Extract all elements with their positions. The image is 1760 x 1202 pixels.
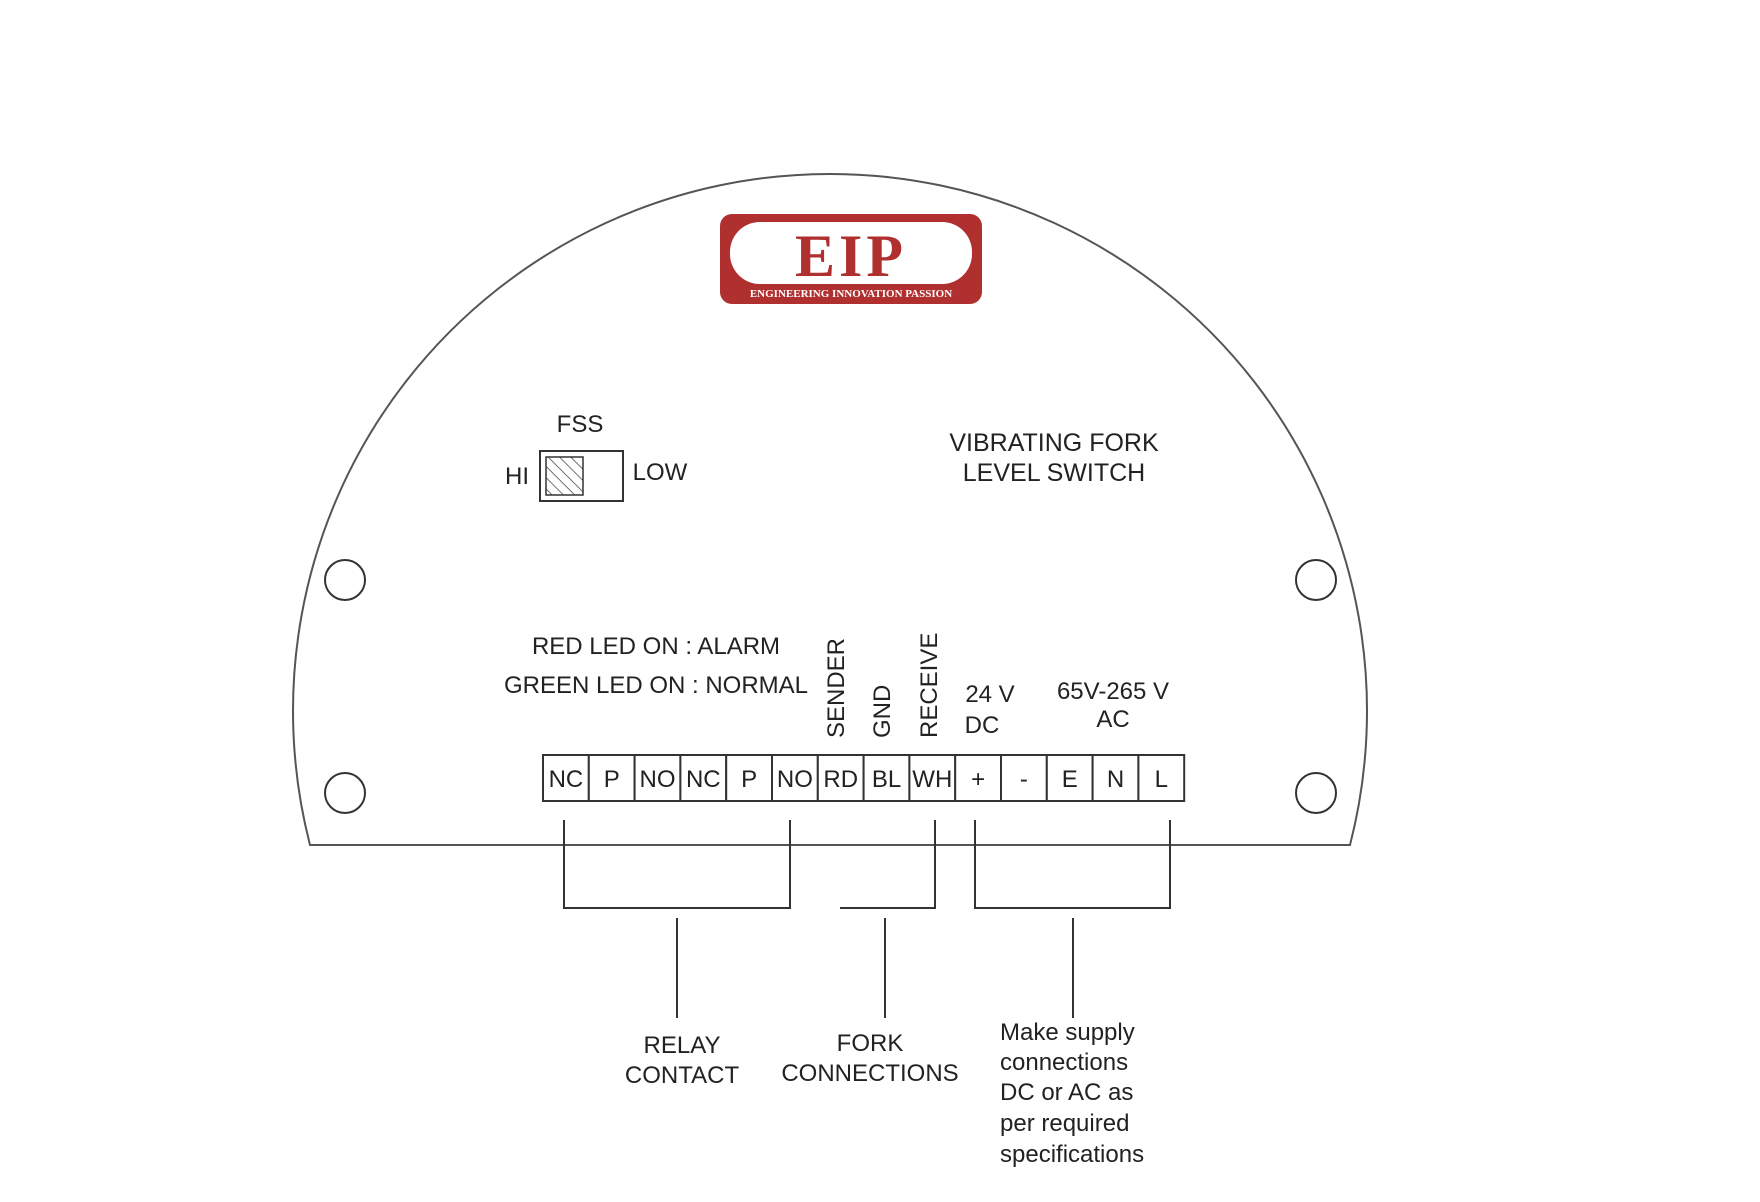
terminal-label: P bbox=[741, 766, 757, 793]
green-led-label: GREEN LED ON : NORMAL bbox=[504, 672, 808, 699]
terminal-label: L bbox=[1155, 766, 1168, 793]
terminal-label: + bbox=[971, 766, 985, 793]
terminal-label: NO bbox=[777, 766, 813, 793]
supply-caption-line-5: specifications bbox=[1000, 1141, 1144, 1168]
terminal-label: - bbox=[1020, 766, 1028, 793]
sender-label: SENDER bbox=[823, 638, 850, 738]
logo-mark: EIP bbox=[795, 223, 907, 289]
terminal-label: N bbox=[1107, 766, 1124, 793]
fss-low-label: LOW bbox=[633, 459, 688, 486]
terminal-label: NO bbox=[640, 766, 676, 793]
terminal-cell bbox=[954, 754, 1003, 802]
mounting-hole-icon bbox=[324, 772, 366, 814]
fork-caption-line-2: CONNECTIONS bbox=[781, 1060, 958, 1087]
mounting-hole-icon bbox=[1295, 772, 1337, 814]
terminal-label: E bbox=[1062, 766, 1078, 793]
logo-tagline: ENGINEERING INNOVATION PASSION bbox=[750, 288, 952, 300]
supply-caption-line-3: DC or AC as bbox=[1000, 1079, 1133, 1106]
red-led-label: RED LED ON : ALARM bbox=[532, 633, 780, 660]
terminal-label: BL bbox=[872, 766, 901, 793]
dip-switch-knob bbox=[545, 456, 584, 496]
terminal-cell bbox=[1000, 754, 1048, 802]
title-line-2: LEVEL SWITCH bbox=[963, 459, 1145, 487]
mounting-hole-icon bbox=[1295, 559, 1337, 601]
fss-label: FSS bbox=[557, 411, 604, 438]
receive-label: RECEIVE bbox=[916, 633, 943, 738]
relay-bracket bbox=[563, 820, 791, 1018]
fork-caption-line-1: FORK bbox=[837, 1030, 904, 1057]
fss-hi-label: HI bbox=[505, 463, 529, 490]
terminal-label: P bbox=[604, 766, 620, 793]
terminal-block: NC P NO NC P NO RD BL WH + - E N L bbox=[542, 754, 1186, 802]
eip-logo: EIP ENGINEERING INNOVATION PASSION bbox=[720, 214, 982, 304]
terminal-label: RD bbox=[823, 766, 858, 793]
terminal-cell bbox=[725, 754, 774, 802]
supply-caption-line-1: Make supply bbox=[1000, 1019, 1135, 1046]
terminal-cell bbox=[542, 754, 590, 802]
terminal-cell bbox=[1045, 754, 1094, 802]
terminal-label: NC bbox=[549, 766, 584, 793]
terminal-label: NC bbox=[686, 766, 721, 793]
fork-bracket bbox=[840, 820, 936, 1018]
relay-caption-line-2: CONTACT bbox=[625, 1062, 740, 1089]
terminal-cell bbox=[816, 754, 865, 802]
logo-inner-panel bbox=[730, 222, 972, 284]
terminal-cell bbox=[679, 754, 728, 802]
ac-type-label: AC bbox=[1096, 706, 1129, 733]
supply-bracket bbox=[974, 820, 1171, 1018]
enclosure-outline bbox=[292, 172, 1368, 846]
terminal-cell bbox=[862, 754, 911, 802]
terminal-label: WH bbox=[912, 766, 952, 793]
terminal-cell bbox=[908, 754, 957, 802]
gnd-label: GND bbox=[869, 685, 896, 738]
mounting-hole-icon bbox=[324, 559, 366, 601]
terminal-cell bbox=[1137, 754, 1186, 802]
terminal-cell bbox=[633, 754, 682, 802]
dip-switch-icon bbox=[539, 450, 624, 502]
dc-type-label: DC bbox=[965, 712, 1000, 739]
ac-voltage-label: 65V-265 V bbox=[1057, 678, 1169, 705]
supply-caption-line-4: per required bbox=[1000, 1110, 1129, 1137]
relay-caption-line-1: RELAY bbox=[644, 1032, 721, 1059]
title-line-1: VIBRATING FORK bbox=[949, 429, 1159, 457]
supply-caption-line-2: connections bbox=[1000, 1049, 1128, 1076]
terminal-cell bbox=[771, 754, 819, 802]
dc-voltage-label: 24 V bbox=[965, 681, 1014, 708]
